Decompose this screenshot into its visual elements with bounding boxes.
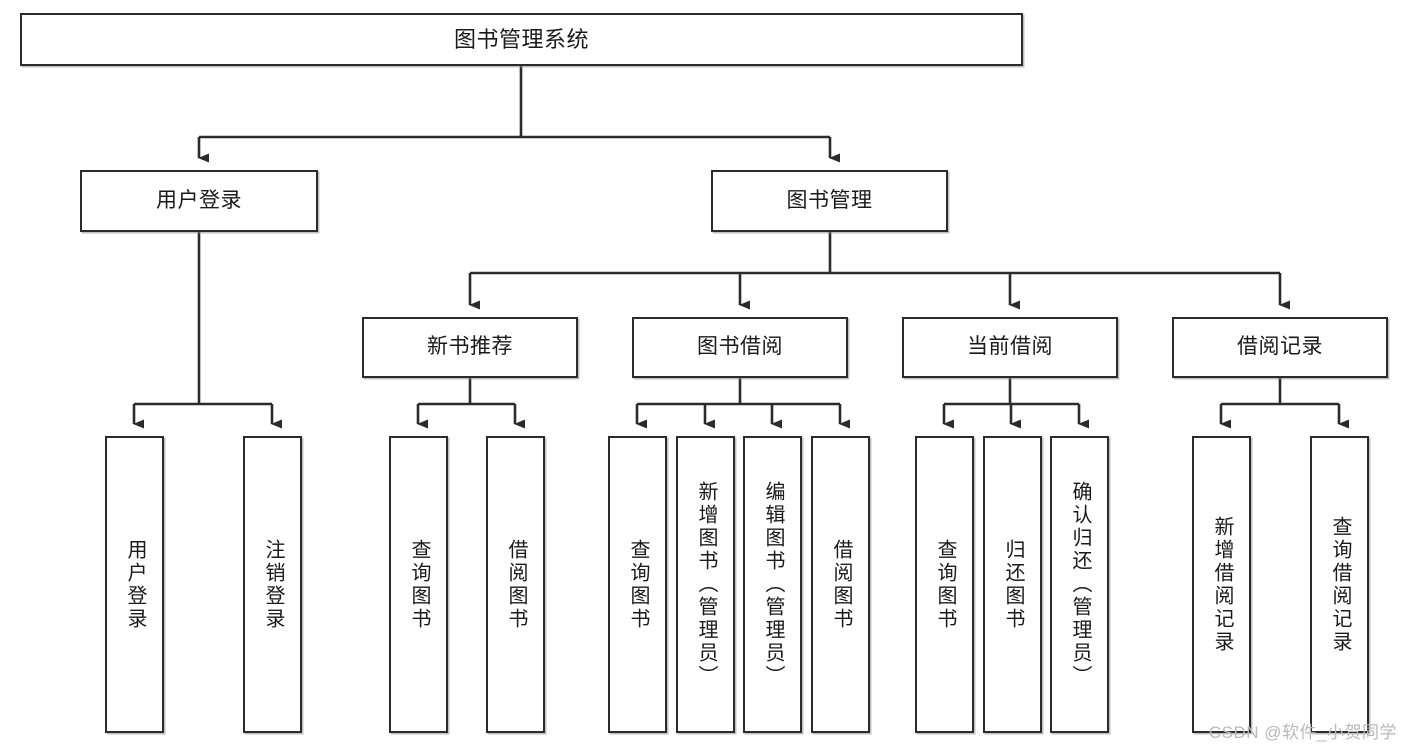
node-leaf-return-book[interactable]: 归还图书 [983,436,1042,733]
node-book-manage[interactable]: 图书管理 [711,170,948,232]
node-user-login[interactable]: 用户登录 [80,170,318,232]
node-label: 注销登录 [262,538,284,631]
node-label: 图书管理 [786,188,873,212]
node-leaf-query-book-2[interactable]: 查询图书 [608,436,667,733]
node-label: 确认归还（管理员） [1069,481,1091,688]
node-current-borrow[interactable]: 当前借阅 [902,317,1118,378]
connector-currentborrow-to-leaves [942,378,1089,429]
connector-root-to-level1 [197,66,840,163]
connector-bookborrow-to-leaves [635,378,850,429]
node-label: 新增图书（管理员） [695,481,717,688]
node-leaf-borrow-book-1[interactable]: 借阅图书 [486,436,545,733]
connector-userlogin-to-leaves [132,232,282,429]
node-leaf-query-book-3[interactable]: 查询图书 [915,436,974,733]
node-label: 查询图书 [934,538,956,631]
node-label: 借阅图书 [505,538,527,631]
node-label: 归还图书 [1002,538,1024,631]
node-leaf-confirm-return[interactable]: 确认归还（管理员） [1050,436,1109,733]
node-new-book-rec[interactable]: 新书推荐 [362,317,578,378]
node-label: 新增借阅记录 [1211,515,1233,654]
node-label: 编辑图书（管理员） [762,481,784,688]
node-label: 查询图书 [408,538,430,631]
node-book-borrow[interactable]: 图书借阅 [632,317,848,378]
node-leaf-borrow-book-2[interactable]: 借阅图书 [811,436,870,733]
node-label: 用户登录 [156,188,242,212]
node-label: 当前借阅 [967,335,1053,359]
node-label: 用户登录 [124,538,146,631]
node-label: 借阅记录 [1237,335,1323,359]
connector-borrowrecord-to-leaves [1219,378,1349,429]
node-leaf-add-record[interactable]: 新增借阅记录 [1192,436,1251,733]
node-label: 查询图书 [627,538,649,631]
connector-newbook-to-leaves [416,378,525,429]
node-leaf-edit-book[interactable]: 编辑图书（管理员） [743,436,802,733]
connector-bookmanage-to-level2 [468,232,1290,310]
node-label: 查询借阅记录 [1329,515,1351,654]
node-root-book-management-system[interactable]: 图书管理系统 [20,13,1023,66]
node-leaf-query-book-1[interactable]: 查询图书 [389,436,448,733]
node-leaf-add-book[interactable]: 新增图书（管理员） [676,436,735,733]
node-label: 图书借阅 [697,335,783,359]
node-label: 借阅图书 [830,538,852,631]
node-label: 图书管理系统 [453,26,589,52]
node-leaf-logout[interactable]: 注销登录 [243,436,302,733]
node-leaf-query-record[interactable]: 查询借阅记录 [1310,436,1369,733]
node-leaf-user-login[interactable]: 用户登录 [105,436,164,733]
node-label: 新书推荐 [427,335,513,359]
node-borrow-record[interactable]: 借阅记录 [1172,317,1388,378]
